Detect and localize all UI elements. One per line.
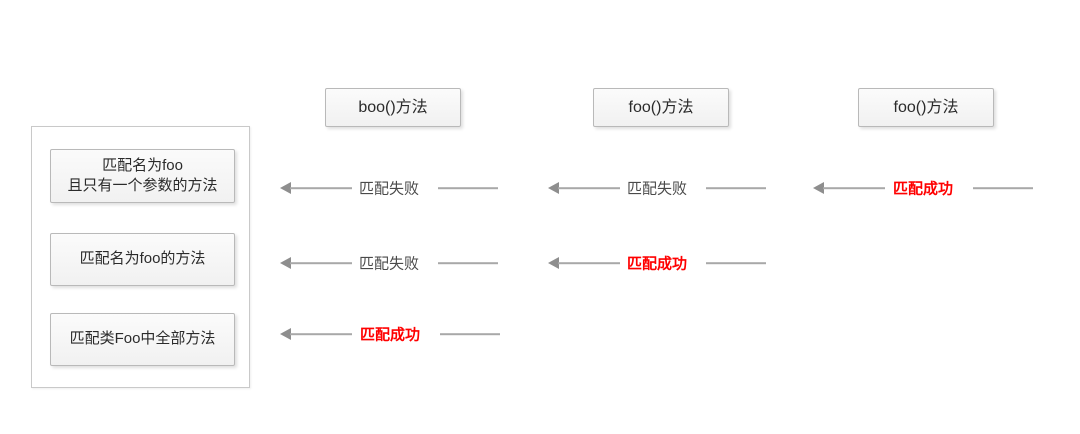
arrow-head-icon bbox=[280, 182, 291, 194]
arrow-line-left bbox=[290, 333, 352, 335]
arrow-head-icon bbox=[813, 182, 824, 194]
arrow-head-icon bbox=[548, 182, 559, 194]
arrow-row1-col1: 匹配失败 bbox=[280, 177, 498, 199]
arrow-label-r2c2: 匹配成功 bbox=[622, 252, 692, 274]
arrow-line-right bbox=[438, 262, 498, 264]
arrow-line-left bbox=[290, 187, 352, 189]
arrow-line-right bbox=[438, 187, 498, 189]
criteria-box-3[interactable]: 匹配类Foo中全部方法 bbox=[50, 313, 235, 366]
arrow-head-icon bbox=[280, 328, 291, 340]
arrow-line-left bbox=[823, 187, 885, 189]
arrow-line-left bbox=[558, 262, 620, 264]
arrow-row1-col3: 匹配成功 bbox=[813, 177, 1033, 199]
arrow-row3-col1: 匹配成功 bbox=[280, 323, 500, 345]
arrow-label-r2c1: 匹配失败 bbox=[354, 252, 424, 274]
arrow-head-icon bbox=[548, 257, 559, 269]
arrow-label-r1c3: 匹配成功 bbox=[888, 177, 958, 199]
criteria-box-2[interactable]: 匹配名为foo的方法 bbox=[50, 233, 235, 286]
method-box-boo[interactable]: boo()方法 bbox=[325, 88, 461, 127]
arrow-line-left bbox=[290, 262, 352, 264]
arrow-row2-col2: 匹配成功 bbox=[548, 252, 766, 274]
arrow-line-right bbox=[706, 187, 766, 189]
criteria-box-1[interactable]: 匹配名为foo 且只有一个参数的方法 bbox=[50, 149, 235, 203]
arrow-label-r3c1: 匹配成功 bbox=[355, 323, 425, 345]
arrow-label-r1c1: 匹配失败 bbox=[354, 177, 424, 199]
arrow-line-right bbox=[706, 262, 766, 264]
arrow-line-right bbox=[973, 187, 1033, 189]
arrow-head-icon bbox=[280, 257, 291, 269]
arrow-row2-col1: 匹配失败 bbox=[280, 252, 498, 274]
arrow-line-right bbox=[440, 333, 500, 335]
method-box-foo-1[interactable]: foo()方法 bbox=[593, 88, 729, 127]
arrow-row1-col2: 匹配失败 bbox=[548, 177, 766, 199]
arrow-line-left bbox=[558, 187, 620, 189]
arrow-label-r1c2: 匹配失败 bbox=[622, 177, 692, 199]
method-box-foo-2[interactable]: foo()方法 bbox=[858, 88, 994, 127]
